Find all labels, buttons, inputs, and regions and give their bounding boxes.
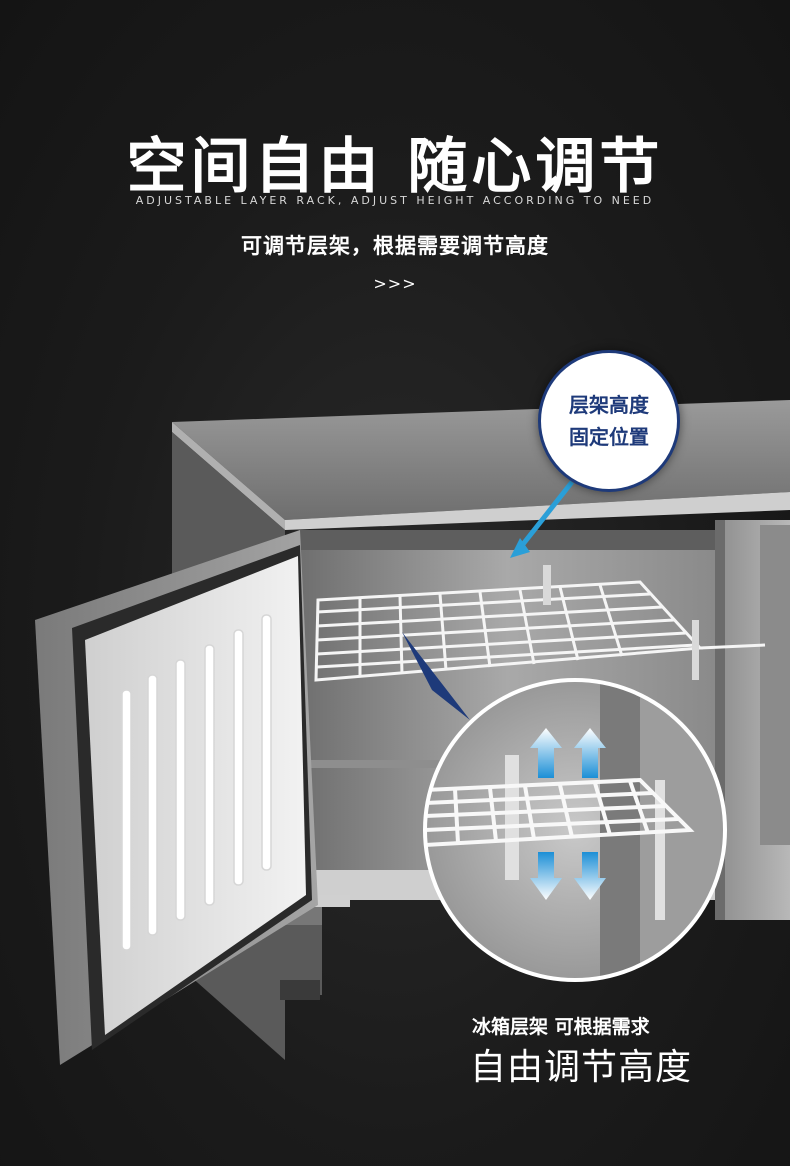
callout-bubble: 层架高度 固定位置	[538, 350, 680, 492]
subtitle-english: ADJUSTABLE LAYER RACK, ADJUST HEIGHT ACC…	[135, 194, 655, 207]
arrow-down-icon	[530, 852, 606, 900]
subtitle-chinese: 可调节层架，根据需要调节高度	[241, 234, 549, 258]
caption-small: 冰箱层架 可根据需求	[472, 1016, 650, 1038]
arrow-up-icon	[530, 728, 606, 778]
countertop	[172, 400, 790, 530]
open-door	[35, 530, 318, 1065]
callout-line-1: 层架高度	[569, 393, 649, 417]
chevron-arrows: >>>	[373, 274, 417, 293]
caption-big: 自由调节高度	[470, 1047, 693, 1088]
callout-line-2: 固定位置	[569, 425, 649, 449]
zoom-detail-circle	[425, 680, 725, 980]
headline: 空间自由 随心调节	[126, 132, 664, 202]
